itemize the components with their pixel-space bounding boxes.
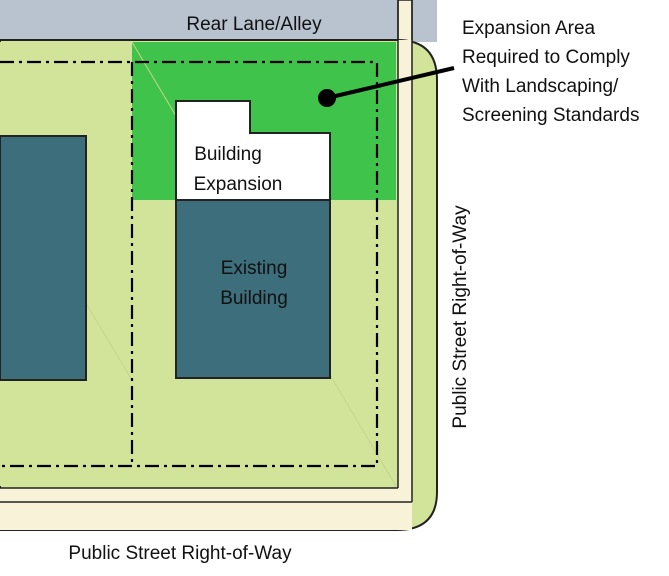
building-expansion-label-1: Building (194, 144, 262, 165)
existing-building-label-2: Building (220, 288, 288, 309)
existing-building-label-1: Existing (221, 258, 288, 279)
callout-leader (326, 66, 455, 100)
neighbor-building (0, 135, 87, 381)
street-bottom-label: Public Street Right-of-Way (68, 543, 292, 564)
street-right-label: Public Street Right-of-Way (450, 205, 471, 429)
alley-corner (412, 0, 437, 42)
building-expansion (175, 100, 331, 201)
rear-alley (0, 0, 437, 42)
sidewalk-top (397, 0, 413, 43)
callout-line-1: Expansion Area (462, 18, 596, 39)
building-expansion-label-2: Expansion (194, 174, 283, 195)
lot-lines (0, 60, 379, 468)
callout-dot (318, 89, 336, 107)
existing-building (175, 199, 331, 379)
rear-lane-label: Rear Lane/Alley (186, 14, 322, 35)
callout-line-3: With Landscaping/ (462, 76, 619, 97)
callout-line-4: Screening Standards (462, 105, 639, 126)
callout-line-2: Required to Comply (462, 47, 630, 68)
